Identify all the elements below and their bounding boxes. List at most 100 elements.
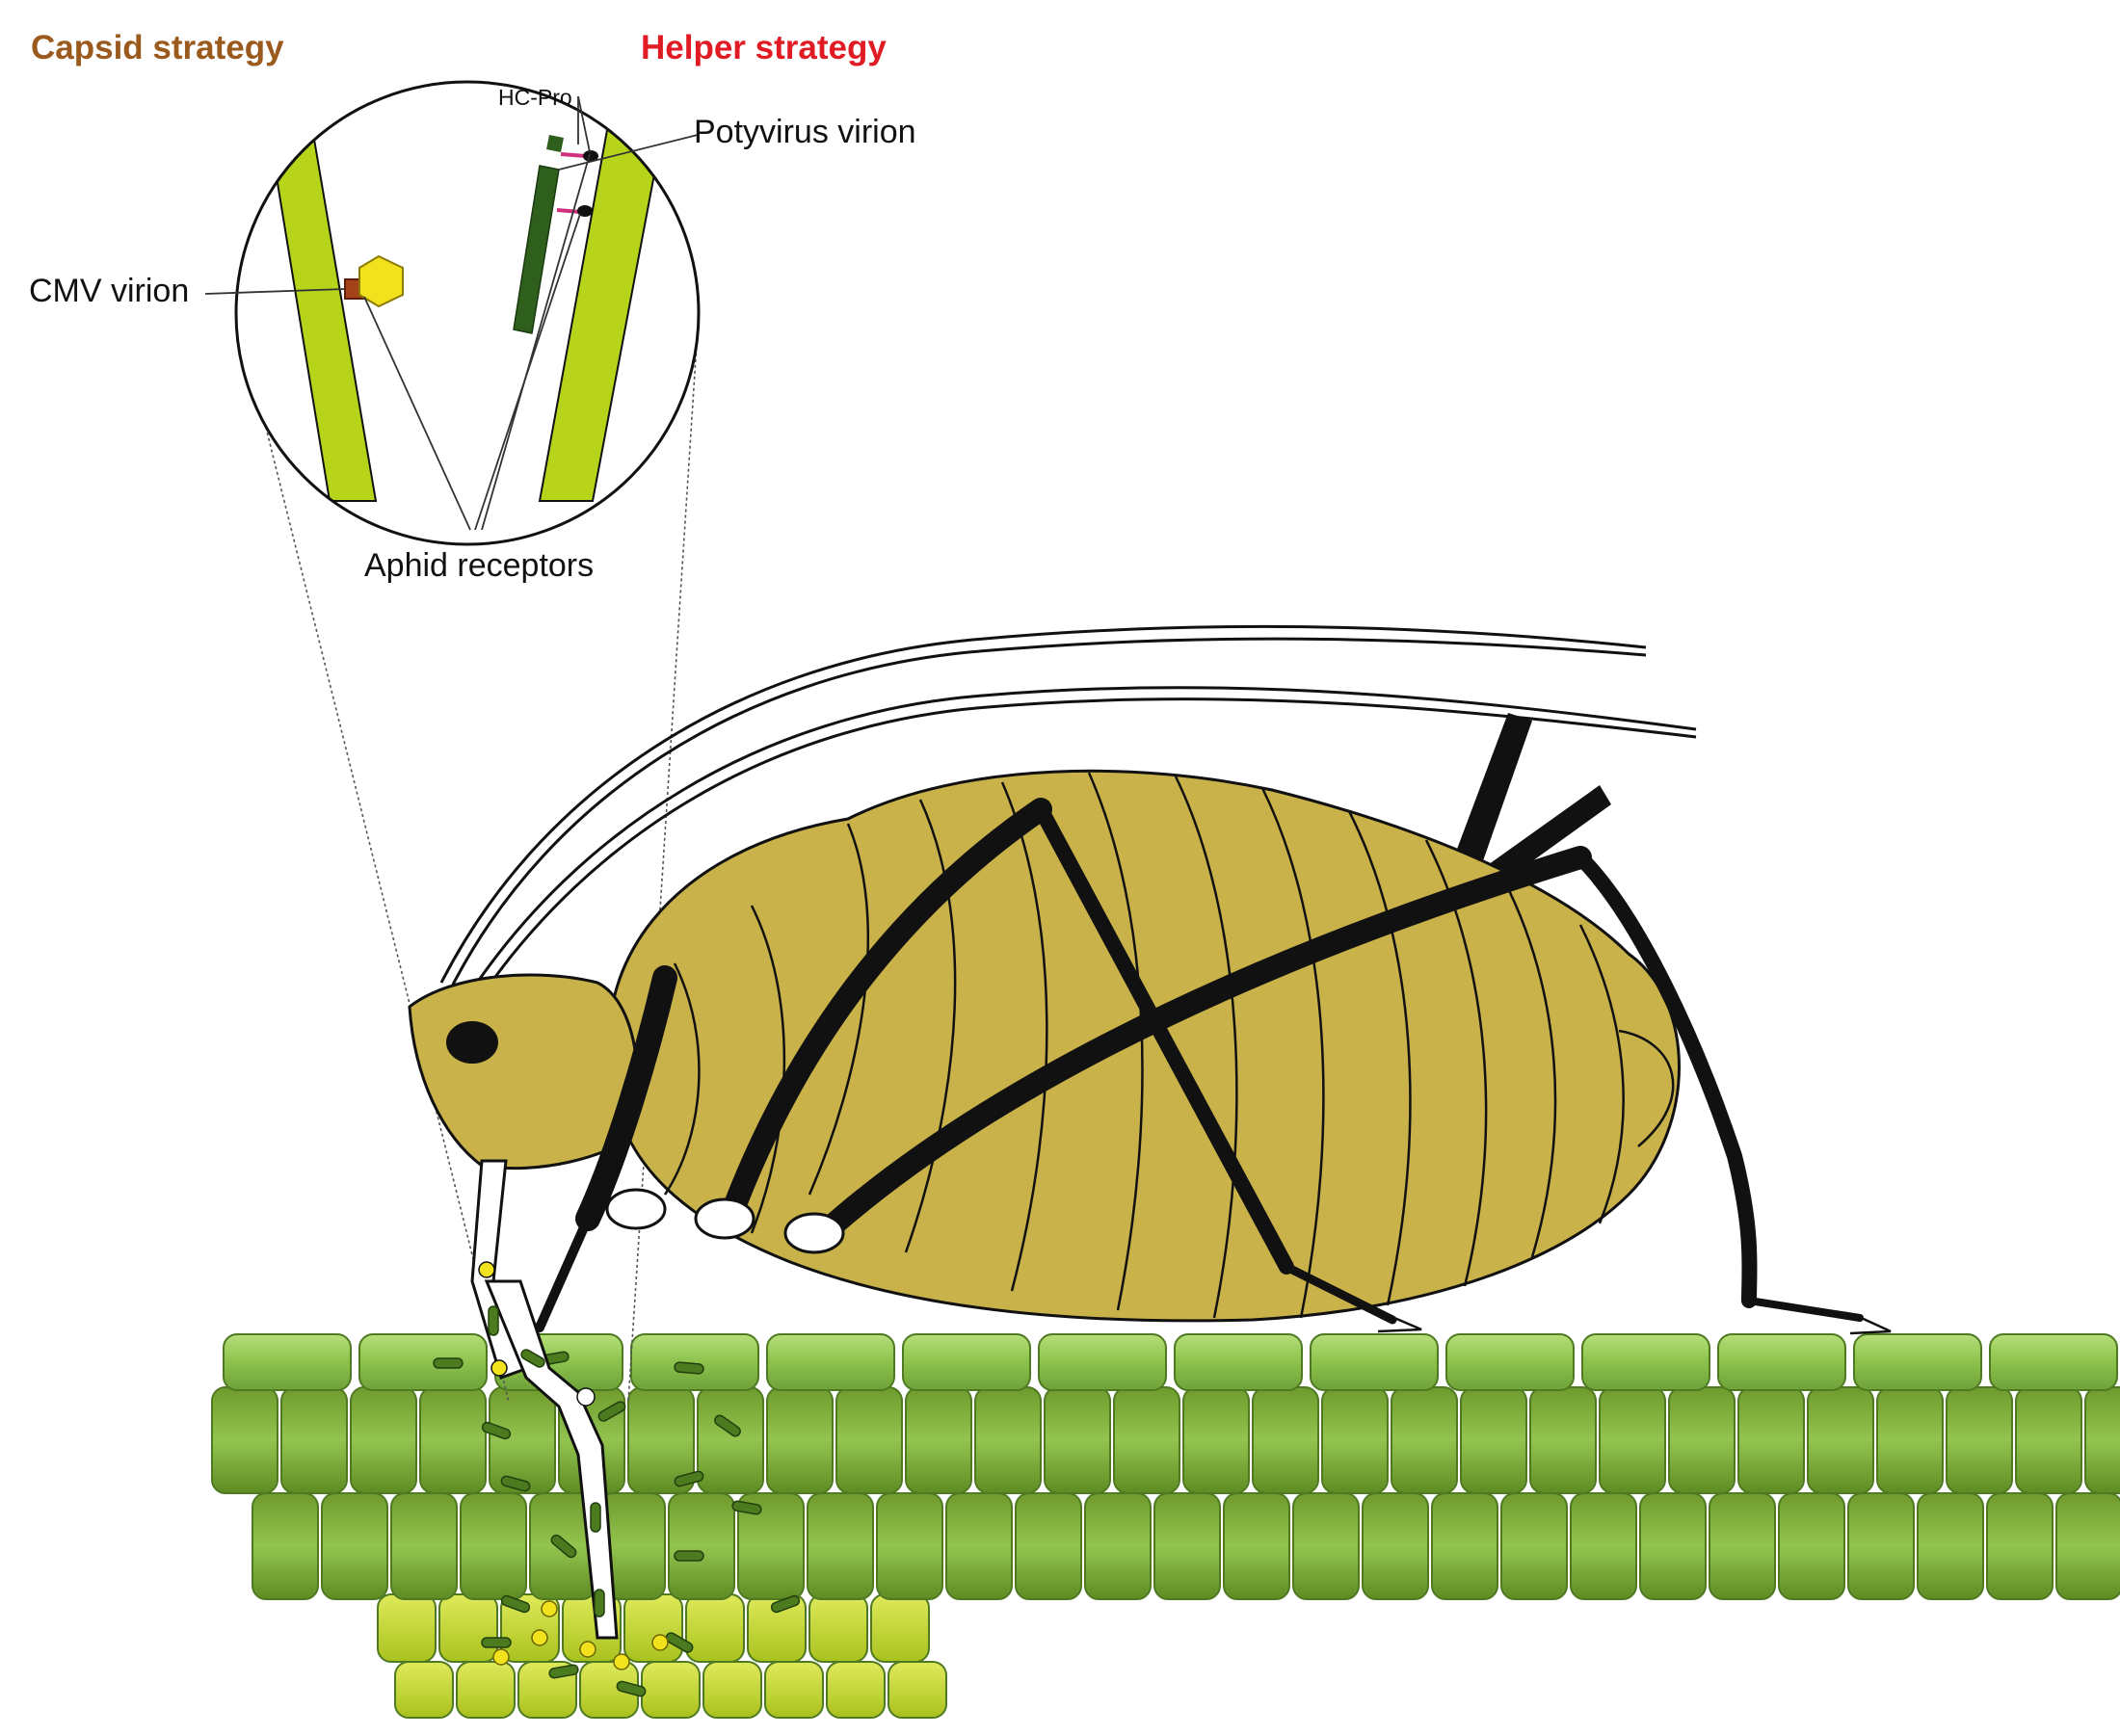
mesophyll-cell <box>1182 1386 1250 1494</box>
cmv-particle <box>492 1648 510 1666</box>
aphid-cauda <box>1618 1029 1675 1147</box>
yellow-cell <box>456 1661 516 1719</box>
mesophyll-cell <box>974 1386 1042 1494</box>
potyvirus-particle <box>714 1414 741 1437</box>
mesophyll-cell <box>1153 1492 1221 1600</box>
callout-lines <box>204 95 699 531</box>
mesophyll-cell <box>1807 1386 1874 1494</box>
potyvirus-virion-icon <box>513 165 560 334</box>
mesophyll-cell <box>1113 1386 1180 1494</box>
mesophyll-cell <box>1876 1386 1944 1494</box>
mesophyll-cell <box>1946 1386 2013 1494</box>
mesophyll-cell <box>1391 1386 1458 1494</box>
mesophyll-cell <box>390 1492 458 1600</box>
mesophyll-cell <box>1599 1386 1666 1494</box>
mesophyll-cell <box>905 1386 972 1494</box>
mesophyll-cell <box>252 1492 319 1600</box>
leg-coxae <box>605 1188 845 1254</box>
mesophyll-cell <box>1362 1492 1429 1600</box>
yellow-cell <box>826 1661 886 1719</box>
potyvirus-particle <box>481 1637 512 1648</box>
mesophyll-cell <box>350 1386 417 1494</box>
mesophyll-cell <box>1709 1492 1776 1600</box>
yellow-cell <box>685 1593 745 1663</box>
mesophyll-cell <box>1292 1492 1360 1600</box>
mesophyll-cell <box>766 1386 834 1494</box>
cmv-virion-icon <box>358 254 404 308</box>
mesophyll-cell <box>1847 1492 1915 1600</box>
zoom-circle-icon <box>204 80 701 546</box>
cell-row-lower <box>252 1492 2120 1600</box>
epidermis-cell <box>358 1333 488 1391</box>
yellow-cell <box>764 1661 824 1719</box>
yellow-cell <box>641 1661 701 1719</box>
mesophyll-cell <box>321 1492 388 1600</box>
aphid-eye <box>446 1021 498 1064</box>
mesophyll-cell <box>1084 1492 1152 1600</box>
mesophyll-cell <box>1431 1492 1498 1600</box>
aphid-illustration <box>408 624 1892 1640</box>
yellow-cell <box>623 1593 683 1663</box>
potyvirus-particle <box>597 1401 626 1422</box>
mesophyll-cell <box>1917 1492 1984 1600</box>
epidermis-cell <box>902 1333 1031 1391</box>
stylet-wall-left <box>258 82 378 502</box>
mesophyll-cell <box>2084 1386 2120 1494</box>
yellow-cell <box>870 1593 930 1663</box>
cmv-particle <box>541 1600 558 1618</box>
aphid-stylet <box>470 1159 619 1640</box>
yellow-mesophyll-cells <box>377 1593 947 1719</box>
potyvirus-particle <box>674 1470 704 1487</box>
yellow-cell <box>702 1661 762 1719</box>
mesophyll-cell <box>1500 1492 1568 1600</box>
aphid-legs <box>506 798 1864 1336</box>
cmv-particle <box>613 1653 630 1670</box>
mesophyll-cell <box>807 1492 874 1600</box>
potyvirus-particle <box>548 1664 579 1679</box>
cell-row-middle <box>211 1386 2120 1494</box>
potyvirus-particle <box>674 1361 704 1375</box>
epidermis-cell <box>1445 1333 1575 1391</box>
mesophyll-cell <box>1321 1386 1389 1494</box>
mesophyll-cell <box>1015 1492 1082 1600</box>
mesophyll-cell <box>835 1386 903 1494</box>
potyvirus-particle <box>731 1500 762 1515</box>
aphid-head <box>408 973 640 1170</box>
potyvirus-particle <box>500 1475 531 1492</box>
antennae <box>439 624 1697 1001</box>
mesophyll-cell <box>1986 1492 2054 1600</box>
potyvirus-particle <box>616 1680 647 1697</box>
capsid-strategy-title: Capsid strategy <box>31 29 284 66</box>
mesophyll-cell <box>2055 1492 2120 1600</box>
epidermis-cell <box>1853 1333 1982 1391</box>
potyvirus-particle <box>500 1594 531 1614</box>
mesophyll-cell <box>697 1386 764 1494</box>
cmv-virion-label: CMV virion <box>29 273 190 309</box>
yellow-cell <box>438 1593 498 1663</box>
yellow-cell <box>808 1593 868 1663</box>
cmv-particle <box>651 1634 669 1651</box>
potyvirus-virion-label: Potyvirus virion <box>694 114 916 150</box>
potyvirus-particle <box>674 1550 704 1562</box>
mesophyll-cell <box>668 1492 735 1600</box>
mesophyll-cell <box>945 1492 1013 1600</box>
mesophyll-cell <box>1460 1386 1527 1494</box>
yellow-cell <box>377 1593 437 1663</box>
potyvirus-particle <box>770 1594 801 1614</box>
mesophyll-cell <box>419 1386 487 1494</box>
epidermis-cell <box>1989 1333 2118 1391</box>
mesophyll-cell <box>737 1492 805 1600</box>
potyvirus-virion-tip <box>546 135 564 152</box>
potyvirus-particle <box>550 1534 577 1559</box>
epidermis-cell <box>1717 1333 1846 1391</box>
mesophyll-cell <box>280 1386 348 1494</box>
mesophyll-cell <box>211 1386 278 1494</box>
epidermis-cell <box>1174 1333 1303 1391</box>
potyvirus-particle <box>665 1632 694 1653</box>
yellow-cell <box>888 1661 947 1719</box>
virus-particles-in-tissue <box>433 1351 801 1697</box>
helper-strategy-title: Helper strategy <box>641 29 887 66</box>
potyvirus-particle <box>481 1421 512 1440</box>
mesophyll-cell <box>1223 1492 1290 1600</box>
